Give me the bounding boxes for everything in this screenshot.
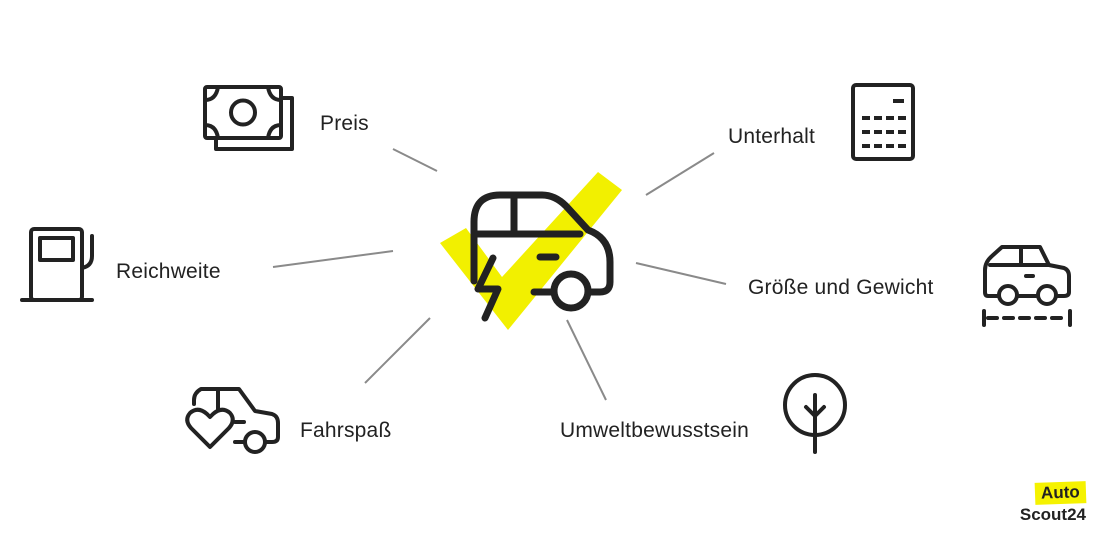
connector-unterhalt	[645, 152, 715, 196]
calculator-icon	[851, 83, 915, 161]
label-preis: Preis	[320, 112, 369, 135]
label-unterhalt: Unterhalt	[728, 125, 816, 148]
label-groesse-und-gewicht: Größe und Gewicht	[748, 276, 934, 299]
connector-preis	[392, 148, 438, 172]
car-size-icon	[982, 245, 1072, 327]
logo-auto: Auto	[1034, 481, 1087, 505]
connector-lines	[272, 148, 727, 401]
tree-icon	[783, 373, 847, 454]
connector-umwelt	[566, 319, 607, 401]
connector-fahrspass	[364, 317, 431, 384]
label-fahrspass: Fahrspaß	[300, 419, 392, 442]
label-reichweite: Reichweite	[116, 260, 221, 283]
fuel-pump-icon	[20, 227, 94, 302]
connector-reichweite	[272, 250, 394, 268]
logo-scout24: Scout24	[1019, 505, 1086, 524]
money-icon	[203, 85, 294, 151]
car-heart-icon	[185, 387, 280, 454]
autoscout24-logo: Auto Scout24	[1010, 481, 1087, 528]
electric-car-icon	[440, 172, 622, 330]
label-umweltbewusstsein: Umweltbewusstsein	[560, 419, 749, 442]
connector-groesse	[635, 262, 727, 285]
